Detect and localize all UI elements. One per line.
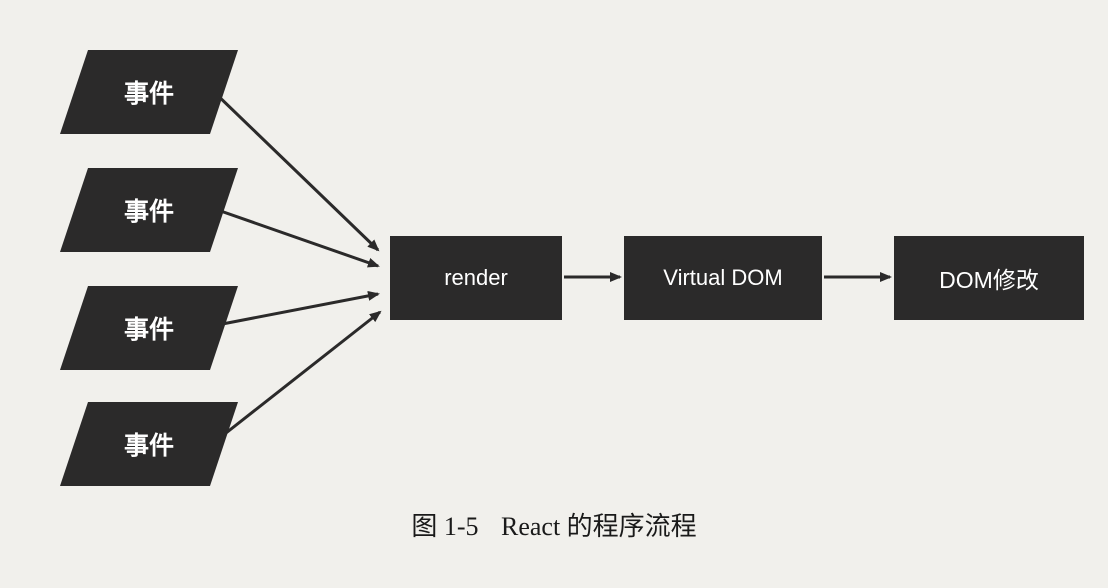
dom-update-box: DOM修改 xyxy=(894,236,1084,320)
render-box: render xyxy=(390,236,562,320)
figure-caption: 图 1-5 React 的程序流程 xyxy=(0,506,1108,543)
event-label: 事件 xyxy=(123,79,174,108)
arrow-event4-to-render xyxy=(211,310,382,446)
arrow-event3-to-render xyxy=(211,290,380,328)
event-node-2: 事件 xyxy=(60,168,238,252)
event-label: 事件 xyxy=(123,431,174,460)
event-node-3: 事件 xyxy=(60,286,238,370)
arrow-event1-to-render xyxy=(210,88,380,252)
arrow-event2-to-render xyxy=(211,206,380,268)
event-node-4: 事件 xyxy=(60,402,238,486)
caption-title: React 的程序流程 xyxy=(500,512,697,541)
event-label: 事件 xyxy=(123,315,174,344)
event-label: 事件 xyxy=(123,197,174,226)
caption-number: 图 1-5 xyxy=(411,512,479,541)
event-node-1: 事件 xyxy=(60,50,238,134)
virtual-dom-box: Virtual DOM xyxy=(624,236,822,320)
